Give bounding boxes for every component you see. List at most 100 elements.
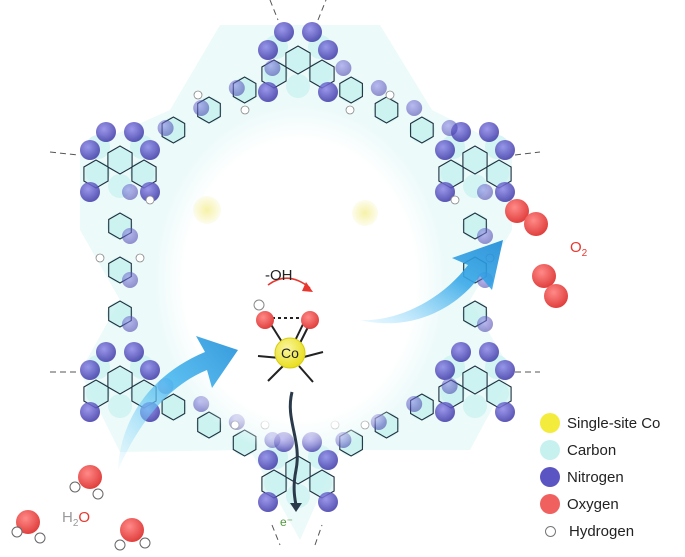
nitrogen-atom — [495, 140, 515, 160]
nitrogen-atom — [302, 22, 322, 42]
electron-arrow — [288, 391, 299, 506]
nitrogen-atom — [477, 316, 493, 332]
nitrogen-atom — [479, 342, 499, 362]
benzene-ring — [410, 116, 434, 144]
water-in-arrow — [118, 336, 238, 470]
hydrogen-atom — [95, 253, 105, 263]
carbon-swatch-icon — [540, 440, 560, 460]
co-active-site — [253, 277, 324, 383]
nitrogen-atom — [258, 40, 278, 60]
oxygen-molecule-bottom — [532, 264, 568, 308]
nitrogen-atom — [318, 450, 338, 470]
co-label: Co — [281, 345, 299, 361]
nitrogen-atom — [406, 396, 423, 412]
nitrogen-atom — [140, 360, 160, 380]
nitrogen-atom — [80, 360, 100, 380]
carbon-atom — [286, 74, 310, 98]
nitrogen-atom — [124, 342, 144, 362]
benzene-ring — [339, 76, 363, 104]
lattice-continuation-line — [49, 151, 79, 156]
lattice-continuation-line — [269, 0, 279, 21]
o2-sub: 2 — [582, 248, 588, 259]
nitrogen-atom — [318, 82, 338, 102]
oxygen-out-arrow — [360, 240, 503, 324]
hydrogen-atom — [385, 90, 395, 100]
legend-label: Nitrogen — [567, 468, 624, 486]
nitrogen-atom — [495, 182, 515, 202]
nitrogen-atom — [335, 60, 352, 76]
h2o-o: O — [78, 509, 90, 526]
nitrogen-atom — [477, 228, 493, 244]
hydrogen-atom — [135, 253, 145, 263]
nitrogen-atom — [441, 120, 458, 136]
nitrogen-atom — [441, 378, 458, 394]
h2o-sub: 2 — [73, 518, 79, 529]
benzene-ring — [107, 145, 133, 175]
nitrogen-atom — [406, 100, 423, 116]
nitrogen-atom — [495, 360, 515, 380]
nitrogen-atom — [122, 272, 138, 288]
legend-label: Carbon — [567, 441, 617, 459]
carbon-atom — [463, 394, 487, 418]
water-molecule-3 — [114, 518, 151, 551]
nitrogen-swatch-icon — [540, 467, 560, 487]
o2-main: O — [570, 239, 582, 256]
nitrogen-atom — [140, 182, 160, 202]
nitrogen-atom — [96, 342, 116, 362]
water-molecule-1 — [69, 465, 104, 500]
hydrogen-atom — [450, 195, 460, 205]
cobalt-swatch-icon — [540, 413, 560, 433]
nitrogen-atom — [80, 402, 100, 422]
benzene-ring — [462, 365, 488, 395]
benzene-ring — [462, 145, 488, 175]
nitrogen-atom — [122, 184, 138, 200]
hydrogen-atom — [193, 90, 203, 100]
nitrogen-atom — [477, 184, 493, 200]
h2o-label: H2O — [62, 509, 90, 529]
nitrogen-atom — [318, 492, 338, 512]
nitrogen-atom — [274, 22, 294, 42]
lattice-continuation-line — [317, 0, 327, 21]
nitrogen-atom — [370, 80, 387, 96]
legend-label: Hydrogen — [569, 522, 635, 540]
nitrogen-atom — [451, 342, 471, 362]
oh-label: -OH — [265, 267, 293, 284]
nitrogen-atom — [96, 122, 116, 142]
framework-atoms — [49, 0, 541, 546]
h2o-h: H — [62, 509, 73, 526]
nitrogen-atom — [140, 140, 160, 160]
legend-item-oxygen: Oxygen — [540, 493, 619, 515]
pore — [155, 105, 445, 455]
nitrogen-atom — [122, 228, 138, 244]
hydrogen-atom — [145, 195, 155, 205]
nitrogen-atom — [228, 80, 245, 96]
electron-label: e⁻ — [280, 515, 293, 529]
hydrogen-atom — [240, 105, 250, 115]
hydrogen-atom — [345, 105, 355, 115]
nitrogen-atom — [435, 182, 455, 202]
nitrogen-atom — [193, 100, 210, 116]
nitrogen-atom — [157, 120, 174, 136]
nitrogen-atom — [124, 122, 144, 142]
legend-item-nitrogen: Nitrogen — [540, 466, 624, 488]
legend-item-carbon: Carbon — [540, 439, 616, 461]
nitrogen-atom — [264, 60, 281, 76]
cobalt-atom-right — [352, 200, 378, 226]
lattice-continuation-line — [514, 151, 541, 156]
nitrogen-atom — [479, 122, 499, 142]
oxygen-swatch-icon — [540, 494, 560, 514]
nitrogen-atom — [258, 450, 278, 470]
nitrogen-atom — [258, 82, 278, 102]
nitrogen-atom — [258, 492, 278, 512]
electron-arrowhead — [290, 503, 302, 512]
carbon-atom — [286, 484, 310, 508]
water-molecule-2 — [11, 510, 46, 544]
o2-label: O2 — [570, 239, 588, 259]
nitrogen-atom — [80, 182, 100, 202]
oxygen-molecule-top — [505, 199, 548, 236]
legend-label: Oxygen — [567, 495, 619, 513]
carbon-atom — [108, 394, 132, 418]
lattice-continuation-line — [314, 524, 323, 546]
nitrogen-atom — [435, 402, 455, 422]
